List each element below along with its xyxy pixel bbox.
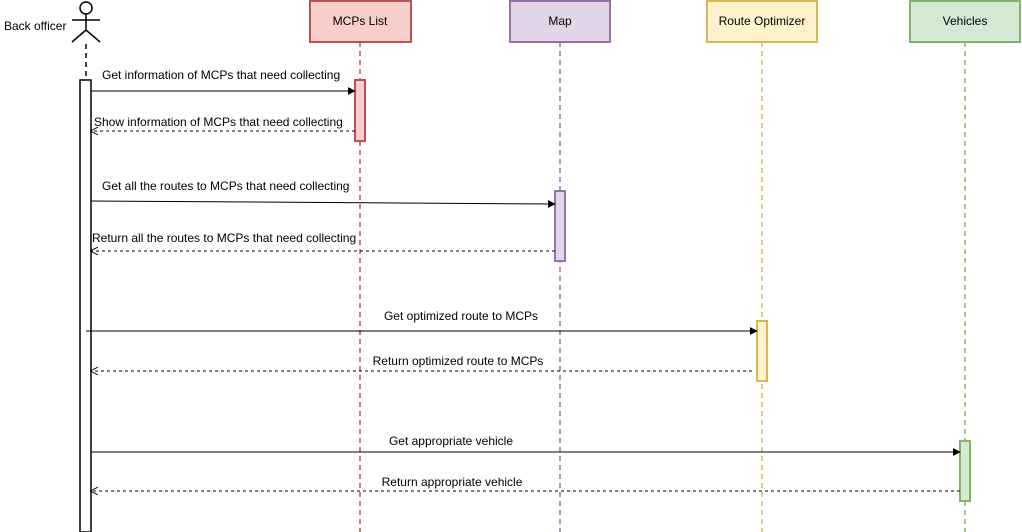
- message-return-optimized-route[interactable]: Return optimized route to MCPs: [91, 354, 752, 371]
- participant-box: [309, 0, 412, 43]
- message-get-routes[interactable]: Get all the routes to MCPs that need col…: [90, 179, 556, 208]
- activation-bar: [959, 440, 971, 502]
- message-return-vehicle[interactable]: Return appropriate vehicle: [91, 475, 960, 491]
- actor-label: Back officer: [4, 19, 66, 33]
- message-get-vehicle[interactable]: Get appropriate vehicle: [91, 434, 961, 456]
- message-return-routes[interactable]: Return all the routes to MCPs that need …: [91, 231, 555, 251]
- message-arrow: [90, 199, 556, 208]
- participant-route-optimizer[interactable]: Route Optimizer: [706, 0, 818, 532]
- participant-label: Vehicles: [943, 14, 988, 28]
- message-show-mcp-info[interactable]: Show information of MCPs that need colle…: [91, 115, 355, 131]
- participant-mcps-list[interactable]: MCPs List: [309, 0, 412, 532]
- actor-activation-bar: [79, 79, 92, 532]
- participant-vehicles[interactable]: Vehicles: [909, 0, 1021, 532]
- message-label: Get appropriate vehicle: [389, 434, 513, 448]
- participant-label: Map: [548, 14, 572, 28]
- message-label: Return appropriate vehicle: [382, 475, 523, 489]
- activation-bar: [354, 79, 366, 142]
- participant-box: [509, 0, 611, 43]
- message-label: Get all the routes to MCPs that need col…: [102, 179, 349, 193]
- message-label: Get information of MCPs that need collec…: [102, 68, 340, 82]
- message-label: Show information of MCPs that need colle…: [94, 115, 343, 129]
- message-label: Return all the routes to MCPs that need …: [92, 231, 356, 245]
- message-label: Get optimized route to MCPs: [384, 309, 538, 323]
- message-label: Return optimized route to MCPs: [373, 354, 544, 368]
- participant-box: [909, 0, 1021, 43]
- actor-back-officer[interactable]: Back officer: [4, 1, 101, 43]
- message-get-mcp-info[interactable]: Get information of MCPs that need collec…: [91, 68, 356, 95]
- participant-label: MCPs List: [333, 14, 388, 28]
- message-get-optimized-route[interactable]: Get optimized route to MCPs: [86, 309, 758, 335]
- activation-bar: [554, 190, 566, 262]
- activation-bar: [756, 320, 768, 382]
- stick-figure-icon: [71, 1, 101, 43]
- participant-label: Route Optimizer: [719, 14, 806, 28]
- participant-map[interactable]: Map: [509, 0, 611, 532]
- participant-box: [706, 0, 818, 43]
